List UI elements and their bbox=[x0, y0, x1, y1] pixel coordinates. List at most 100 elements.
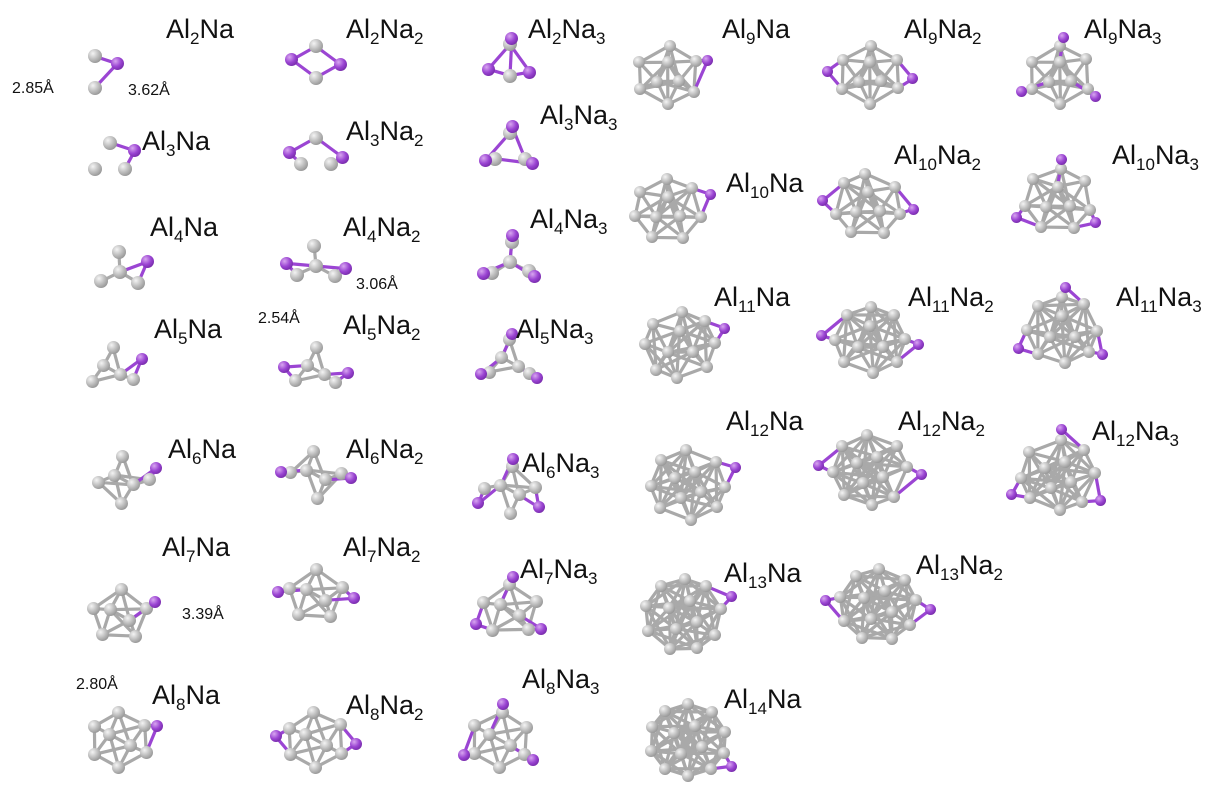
al-atom bbox=[687, 85, 700, 98]
cluster-label: Al4Na2 bbox=[343, 212, 421, 246]
al-atom bbox=[646, 720, 659, 733]
al-atom bbox=[700, 361, 713, 374]
al-al-bond bbox=[1036, 304, 1076, 339]
al-atom bbox=[1031, 348, 1044, 361]
al-atom bbox=[673, 210, 686, 223]
al-atom bbox=[1077, 443, 1090, 456]
al-atom bbox=[103, 135, 117, 150]
al-atom bbox=[335, 747, 349, 761]
al-atom bbox=[292, 608, 306, 622]
na-atom bbox=[506, 453, 519, 466]
al-atom bbox=[143, 473, 157, 487]
al-atom bbox=[115, 497, 129, 511]
al-atom bbox=[885, 632, 898, 645]
na-atom bbox=[285, 53, 299, 67]
al-al-bond bbox=[1060, 315, 1067, 364]
na-atom bbox=[277, 361, 290, 374]
na-atom bbox=[535, 622, 548, 635]
cluster-label: Al10Na bbox=[726, 168, 804, 202]
al-atom bbox=[1058, 357, 1071, 370]
al-atom bbox=[828, 333, 841, 346]
al-atom bbox=[529, 595, 543, 609]
cluster-label: Al11Na3 bbox=[1116, 282, 1202, 316]
al-atom bbox=[714, 602, 727, 615]
cluster-label: Al8Na bbox=[152, 680, 220, 714]
na-atom bbox=[342, 366, 355, 379]
al-atom bbox=[1027, 172, 1040, 185]
al-atom bbox=[1080, 52, 1093, 65]
al-atom bbox=[328, 375, 342, 389]
al-atom bbox=[691, 642, 704, 655]
al-atom bbox=[677, 231, 690, 244]
al-atom bbox=[837, 53, 850, 66]
na-atom bbox=[151, 720, 164, 733]
al-atom bbox=[633, 56, 646, 69]
al-atom bbox=[1089, 467, 1102, 480]
na-atom bbox=[726, 591, 738, 603]
al-atom bbox=[651, 75, 664, 88]
al-atom bbox=[1026, 82, 1039, 95]
al-atom bbox=[123, 613, 137, 627]
na-atom bbox=[1096, 348, 1108, 360]
al-atom bbox=[483, 727, 497, 741]
na-atom bbox=[908, 203, 920, 215]
cluster-label: Al9Na2 bbox=[904, 14, 982, 48]
cluster-label: Al7Na3 bbox=[520, 554, 598, 588]
na-atom bbox=[472, 497, 485, 510]
al-atom bbox=[1043, 331, 1056, 344]
cluster-label: Al4Na3 bbox=[530, 204, 608, 238]
na-atom bbox=[505, 229, 519, 243]
al-atom bbox=[850, 206, 863, 219]
al-atom bbox=[894, 207, 907, 220]
al-atom bbox=[299, 583, 313, 597]
na-atom bbox=[1056, 424, 1068, 436]
al-atom bbox=[661, 346, 674, 359]
cluster-label: Al3Na bbox=[142, 126, 210, 160]
al-atom bbox=[1053, 503, 1066, 516]
al-atom bbox=[709, 336, 722, 349]
na-atom bbox=[523, 65, 537, 79]
al-atom bbox=[710, 455, 723, 468]
distance-label: 2.80Å bbox=[76, 676, 118, 693]
na-atom bbox=[816, 195, 828, 207]
na-atom bbox=[912, 338, 924, 350]
al-atom bbox=[684, 595, 697, 608]
al-atom bbox=[309, 341, 323, 355]
na-atom bbox=[813, 459, 825, 471]
na-atom bbox=[820, 594, 832, 606]
al-atom bbox=[88, 747, 102, 761]
al-atom bbox=[1053, 56, 1066, 69]
al-atom bbox=[876, 340, 889, 353]
al-atom bbox=[710, 501, 723, 514]
al-atom bbox=[1038, 461, 1051, 474]
al-atom bbox=[309, 70, 323, 85]
na-atom bbox=[1056, 154, 1067, 166]
al-atom bbox=[284, 747, 298, 761]
al-al-bond bbox=[680, 751, 724, 756]
na-atom bbox=[150, 461, 163, 474]
na-atom bbox=[506, 570, 519, 583]
al-atom bbox=[113, 368, 127, 382]
al-atom bbox=[123, 739, 137, 753]
al-atom bbox=[1019, 199, 1032, 212]
na-atom bbox=[704, 188, 716, 200]
na-atom bbox=[457, 749, 470, 762]
na-atom bbox=[347, 592, 360, 605]
al-atom bbox=[1043, 75, 1056, 88]
al-atom bbox=[317, 368, 331, 382]
al-atom bbox=[699, 580, 712, 593]
al-atom bbox=[644, 480, 657, 493]
al-al-bond bbox=[842, 345, 884, 364]
na-atom bbox=[1012, 343, 1024, 355]
al-al-bond bbox=[855, 574, 906, 582]
al-atom bbox=[859, 167, 872, 180]
na-atom bbox=[135, 352, 148, 365]
al-atom bbox=[681, 698, 694, 711]
al-atom bbox=[1065, 75, 1078, 88]
al-atom bbox=[1055, 309, 1068, 322]
cluster-label: Al12Na2 bbox=[898, 406, 985, 440]
na-atom bbox=[527, 270, 541, 284]
al-al-bond bbox=[845, 313, 884, 349]
na-atom bbox=[1090, 91, 1102, 102]
